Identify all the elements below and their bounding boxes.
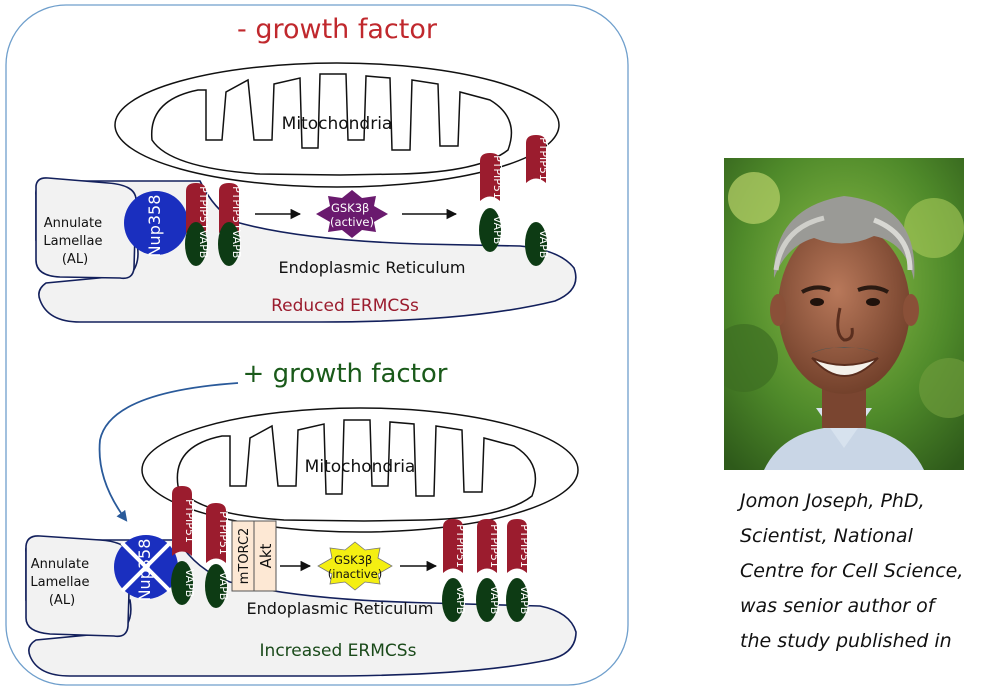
vapb-label: VAPB [488, 586, 501, 615]
vapb-protein [442, 578, 464, 622]
vapb-protein [171, 561, 193, 605]
mitochondria-cristae [150, 73, 513, 176]
gsk3b-active-star [316, 190, 388, 238]
nup358-label: Nup358 [145, 195, 164, 258]
svg-text:Annulate Lamellae: Annulate Lamellae (AL) [43, 216, 106, 267]
vapb-label: VAPB [454, 586, 467, 615]
caption-line: was senior author of [740, 595, 935, 617]
annulate-lamellae [35, 177, 137, 280]
vapb-label: VAPB [230, 230, 243, 259]
mitochondria-outer-membrane [141, 407, 579, 533]
gsk-label-line-2: (active) [330, 215, 374, 229]
mtorc2-label: mTORC2 [237, 528, 252, 585]
vapb-label: VAPB [518, 586, 531, 615]
ptpip51-label: PTPIP51 [537, 137, 550, 181]
er-label: Endoplasmic Reticulum [247, 599, 434, 618]
panel-minus-heading: - growth factor [237, 14, 438, 45]
gsk-label-line-2: (inactive) [328, 567, 382, 581]
ptpip51-protein [219, 183, 239, 233]
al-label-line-2: Lamellae [43, 234, 102, 249]
ptpip51-label: PTPIP51 [183, 499, 196, 543]
er-label: Endoplasmic Reticulum [279, 258, 466, 277]
vapb-protein [506, 578, 528, 622]
ptpip51-protein [172, 486, 192, 556]
ptpip51-label: PTPIP51 [454, 524, 467, 568]
svg-text:GSK3β (inactive): GSK3β (inactive) [328, 553, 382, 581]
vapb-protein [218, 222, 240, 266]
gsk3b-inactive-star [317, 541, 393, 591]
al-label-line-1: Annulate [31, 557, 89, 572]
vapb-protein [476, 578, 498, 622]
outcome-label: Reduced ERMCSs [271, 296, 419, 316]
vapb-label: VAPB [537, 230, 550, 259]
author-photo-illustration [724, 158, 964, 470]
panel-plus-growth-factor: + growth factor Annulate Lamellae (AL) M… [25, 359, 579, 677]
ptpip51-label: PTPIP51 [217, 511, 230, 555]
akt-label: Akt [257, 543, 275, 568]
vapb-label: VAPB [491, 216, 504, 245]
ptpip51-label: PTPIP51 [518, 524, 531, 568]
caption-line: Scientist, National [740, 525, 913, 547]
panel-plus-heading: + growth factor [243, 359, 448, 389]
ptpip51-protein [186, 183, 206, 233]
vapb-protein [525, 222, 547, 266]
nup358-cross-b [120, 541, 172, 593]
ptpip51-protein [443, 519, 463, 573]
svg-text:GSK3β (active): GSK3β (active) [330, 201, 374, 229]
photo-caption: Jomon Joseph, PhD, Scientist, National C… [740, 484, 980, 659]
caption-line: the study published in [740, 630, 952, 652]
ptpip51-label: PTPIP51 [230, 186, 243, 230]
mitochondria-cristae [176, 419, 537, 522]
al-label-line-3: (AL) [62, 252, 88, 267]
panel-minus-growth-factor: - growth factor Annulate Lamellae (AL) M… [35, 14, 577, 323]
vapb-protein [185, 222, 207, 266]
vapb-label: VAPB [217, 572, 230, 601]
panel-frame [5, 4, 629, 686]
ptpip51-protein [206, 503, 226, 563]
ptpip51-protein [477, 519, 497, 573]
mito-label: Mitochondria [282, 114, 393, 134]
ptpip51-protein [480, 153, 500, 201]
ptpip51-label: PTPIP51 [488, 524, 501, 568]
al-label-line-1: Annulate [44, 216, 102, 231]
outcome-label: Increased ERMCSs [260, 641, 417, 661]
ptpip51-label: PTPIP51 [197, 186, 210, 230]
vapb-protein [205, 564, 227, 608]
caption-line: Centre for Cell Science, [740, 560, 964, 582]
vapb-protein [479, 208, 501, 252]
caption-line: Jomon Joseph, PhD, [740, 490, 925, 512]
gsk-label-line-1: GSK3β [331, 201, 369, 215]
ptpip51-label: PTPIP51 [491, 155, 504, 199]
svg-text:Annulate Lamellae: Annulate Lamellae (AL) [30, 557, 93, 608]
author-photo [724, 158, 964, 470]
vapb-label: VAPB [197, 230, 210, 259]
mito-label: Mitochondria [305, 457, 416, 477]
al-label-line-2: Lamellae [30, 575, 89, 590]
al-label-line-3: (AL) [49, 593, 75, 608]
ptpip51-protein [507, 519, 527, 573]
gsk-label-line-1: GSK3β [334, 553, 372, 567]
vapb-label: VAPB [183, 569, 196, 598]
growth-factor-arrow [98, 382, 239, 522]
annulate-lamellae [25, 535, 131, 638]
nup358-circle [124, 191, 188, 255]
ptpip51-protein [526, 135, 546, 183]
